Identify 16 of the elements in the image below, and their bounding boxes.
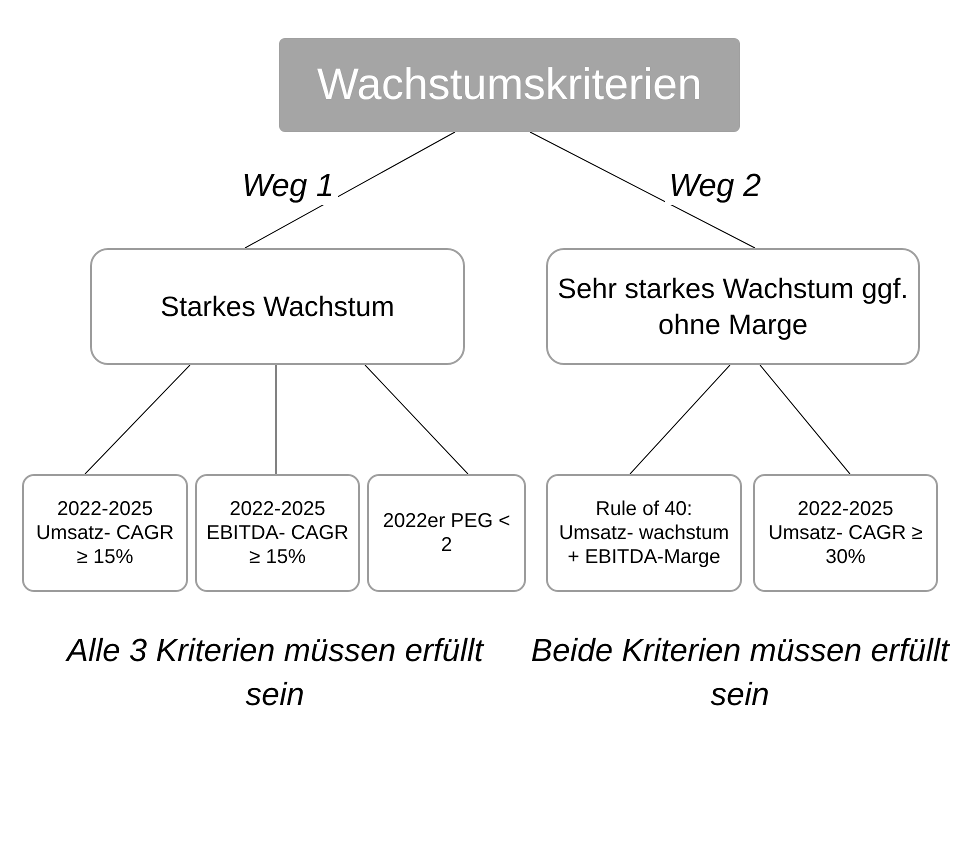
- criterion-box: Rule of 40: Umsatz- wachstum + EBITDA-Marge: [546, 474, 742, 592]
- connector-line: [84, 364, 190, 474]
- title-box: Wachstumskriterien: [279, 38, 740, 132]
- connector-line: [244, 132, 456, 248]
- note-text: Beide Kriterien müssen erfüllt sein: [530, 631, 950, 714]
- category-box: Starkes Wachstum: [90, 248, 465, 365]
- criterion-box: 2022-2025 Umsatz- CAGR ≥ 30%: [753, 474, 938, 592]
- criterion-box: 2022er PEG < 2: [367, 474, 526, 592]
- note-text: Alle 3 Kriterien müssen erfüllt sein: [64, 631, 486, 714]
- criterion-box: 2022-2025 Umsatz- CAGR ≥ 15%: [22, 474, 188, 592]
- criterion-box: 2022-2025 EBITDA- CAGR ≥ 15%: [195, 474, 360, 592]
- category-box: Sehr starkes Wachstum ggf. ohne Marge: [546, 248, 920, 365]
- connector-line: [630, 364, 730, 474]
- connector-line: [760, 364, 850, 474]
- connector-line: [530, 132, 756, 248]
- connector-line: [364, 364, 468, 474]
